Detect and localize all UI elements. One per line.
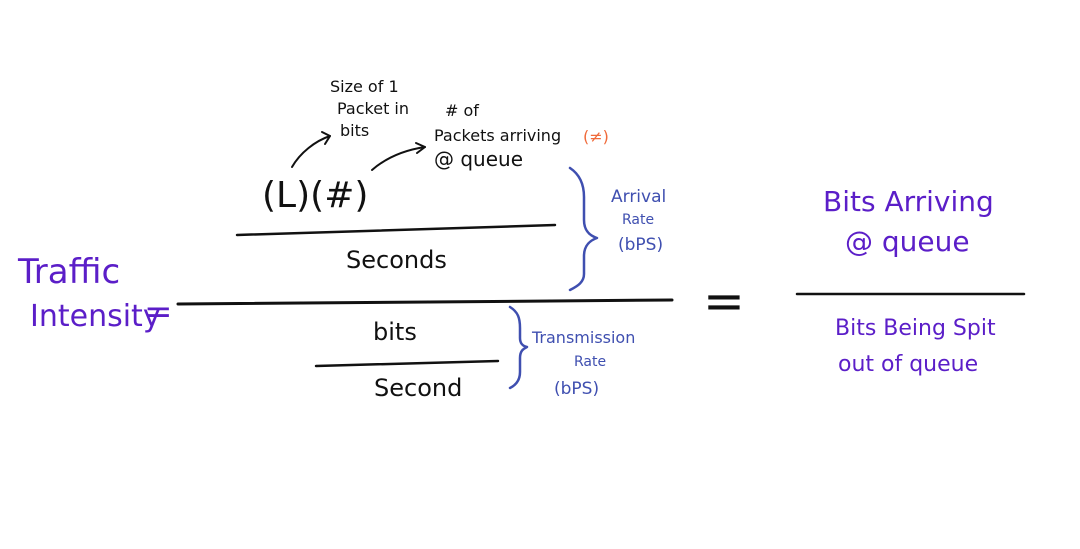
bottom-numerator: bits	[373, 318, 417, 346]
transmission-rate-brace	[508, 305, 529, 390]
transmission-rate-line2: Rate	[574, 354, 606, 370]
packet-size-note-line2: Packet in	[337, 99, 409, 118]
packet-size-arrow-head	[321, 131, 331, 145]
traffic-label: Traffic	[17, 252, 120, 292]
arrival-rate-brace	[568, 166, 599, 292]
packet-count-note-line1: # of	[445, 101, 479, 120]
packet-size-arrow	[291, 135, 331, 168]
packet-size-note-line3: bits	[340, 121, 369, 140]
right-denominator-line2: out of queue	[838, 352, 978, 377]
right-denominator-line1: Bits Being Spit	[835, 316, 996, 341]
packet-count-note-line3: @ queue	[434, 147, 523, 171]
right-numerator-line2: @ queue	[845, 225, 970, 258]
packet-size-note-line1: Size of 1	[330, 77, 399, 96]
transmission-rate-line3: (bPS)	[554, 379, 599, 399]
bottom-denominator: Second	[374, 374, 462, 402]
top-denominator: Seconds	[346, 246, 447, 274]
arrival-rate-line3: (bPS)	[618, 235, 663, 255]
right-numerator-line1: Bits Arriving	[823, 185, 994, 218]
arrival-rate-line2: Rate	[622, 212, 654, 228]
arrival-rate-line1: Arrival	[611, 187, 666, 207]
top-fraction-bar	[235, 223, 557, 237]
bottom-fraction-bar	[314, 359, 500, 368]
packet-count-arrow-head	[415, 142, 426, 154]
intensity-label: Intensity	[30, 299, 161, 334]
transmission-rate-line1: Transmission	[531, 328, 635, 347]
packet-count-note-line2: Packets arriving	[434, 126, 561, 145]
top-numerator: (L)(#)	[262, 175, 368, 216]
middle-equals-sign: =	[703, 272, 745, 330]
packet-count-arrow	[371, 146, 426, 171]
packet-count-marker: (≠)	[583, 127, 609, 146]
left-equals-sign: =	[144, 292, 173, 332]
main-fraction-bar	[176, 298, 674, 306]
